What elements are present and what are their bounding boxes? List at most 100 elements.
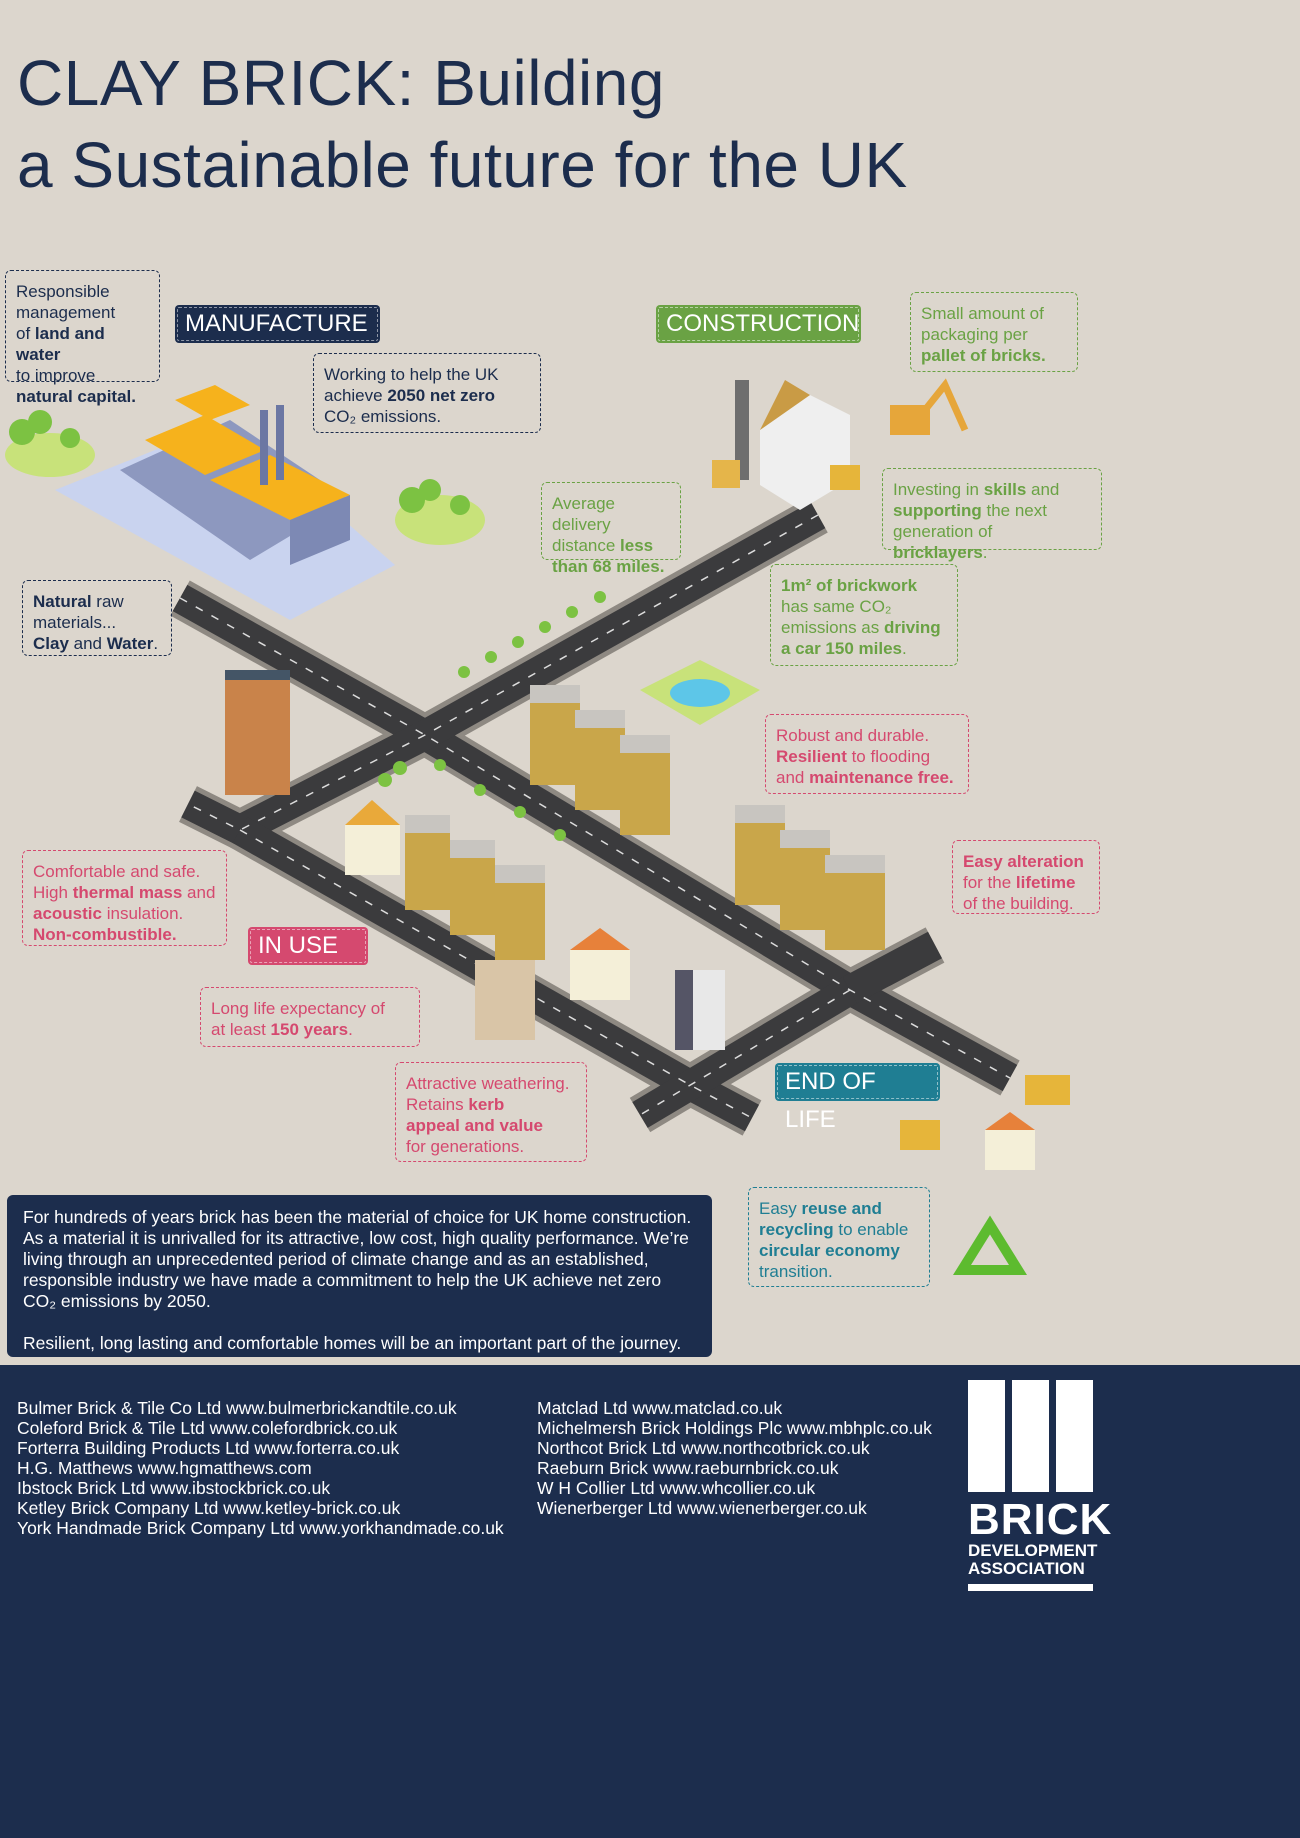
info-box-brickwork-co2: 1m² of brickwork has same CO₂ emissions as… — [770, 564, 958, 666]
intro-panel: For hundreds of years brick has been the… — [7, 1195, 712, 1357]
info-box-line: Investing in skills and — [893, 479, 1091, 500]
body-text: . — [348, 1020, 353, 1039]
highlight-text: land and water — [16, 324, 105, 364]
member-company: Matclad Ltd www.matclad.co.uk — [537, 1398, 783, 1418]
info-box-line: of land and water — [16, 323, 149, 365]
body-text: emissions as — [781, 618, 884, 637]
body-text: Average delivery — [552, 494, 616, 534]
info-box-robust: Robust and durable.Resilient to flooding… — [765, 714, 969, 794]
stage-label-manufacture: MANUFACTURE — [175, 305, 380, 343]
member-company: Michelmersh Brick Holdings Plc www.mbhpl… — [537, 1418, 932, 1438]
info-box-line: acoustic insulation. — [33, 903, 216, 924]
info-box-comfortable: Comfortable and safe.High thermal mass a… — [22, 850, 227, 946]
highlight-text: a car 150 miles — [781, 639, 902, 658]
illustration — [5, 378, 1070, 1275]
highlight-text: reuse and — [801, 1199, 882, 1218]
info-box-line: for the lifetime — [963, 872, 1089, 893]
body-text: Attractive weathering. — [406, 1074, 570, 1093]
body-text: achieve — [324, 386, 388, 405]
highlight-text: appeal and value — [406, 1116, 543, 1135]
member-company: Northcot Brick Ltd www.northcotbrick.co.… — [537, 1438, 870, 1458]
info-box-line: materials... — [33, 612, 161, 633]
highlight-text: Resilient — [776, 747, 847, 766]
info-box-line: Comfortable and safe. — [33, 861, 216, 882]
member-company: York Handmade Brick Company Ltd www.york… — [17, 1518, 504, 1538]
info-box-line: Natural raw — [33, 591, 161, 612]
body-text: for generations. — [406, 1137, 525, 1156]
info-box-line: to improve — [16, 365, 149, 386]
info-box-line: Resilient to flooding — [776, 746, 958, 767]
info-box-line: supporting the next — [893, 500, 1091, 521]
title-line-2: a Sustainable future for the UK — [17, 129, 908, 201]
info-box-line: a car 150 miles. — [781, 638, 947, 659]
body-text: . — [982, 543, 988, 562]
highlight-text: recycling — [759, 1220, 834, 1239]
highlight-text: thermal mass — [72, 883, 183, 902]
info-box-line: circular economy — [759, 1240, 919, 1261]
body-text: to enable — [833, 1220, 909, 1239]
logo-bars — [968, 1380, 1093, 1492]
info-box-line: 1m² of brickwork — [781, 575, 947, 596]
buildings — [225, 660, 1070, 1170]
body-text: to flooding — [846, 747, 931, 766]
info-box-line: for generations. — [406, 1136, 576, 1157]
body-text: has same CO₂ — [781, 597, 892, 616]
body-text: Long life expectancy of — [211, 999, 385, 1018]
info-box-line: management — [16, 302, 149, 323]
info-box-line: pallet of bricks. — [921, 345, 1067, 366]
trees — [5, 410, 606, 841]
member-company: Ketley Brick Company Ltd www.ketley-bric… — [17, 1498, 401, 1518]
body-text: at least — [211, 1020, 271, 1039]
logo-brick-text: BRICK — [968, 1495, 1113, 1544]
info-box-line: Attractive weathering. — [406, 1073, 576, 1094]
body-text: distance — [552, 536, 621, 555]
info-box-line: than 68 miles. — [552, 556, 670, 577]
body-text: . — [901, 639, 907, 658]
body-text: and — [1026, 480, 1060, 499]
member-company: Forterra Building Products Ltd www.forte… — [17, 1438, 400, 1458]
body-text: and — [776, 768, 810, 787]
highlight-text: Water — [106, 634, 154, 653]
info-box-line: Robust and durable. — [776, 725, 958, 746]
body-text: packaging per — [921, 325, 1028, 344]
member-company: Bulmer Brick & Tile Co Ltd www.bulmerbri… — [17, 1398, 457, 1418]
highlight-text: Easy alteration — [963, 852, 1084, 871]
body-text: High — [33, 883, 73, 902]
info-box-line: has same CO₂ — [781, 596, 947, 617]
info-box-line: Clay and Water. — [33, 633, 161, 654]
body-text: and — [182, 883, 216, 902]
body-text: Investing in — [893, 480, 984, 499]
member-company: Wienerberger Ltd www.wienerberger.co.uk — [537, 1498, 867, 1518]
body-text: . — [153, 634, 159, 653]
highlight-text: 1m² of brickwork — [781, 576, 918, 595]
body-text: management — [16, 303, 116, 322]
highlight-text: Non-combustible. — [33, 925, 177, 944]
logo-underline — [968, 1584, 1093, 1591]
info-box-line: Long life expectancy of — [211, 998, 409, 1019]
body-text: Easy — [759, 1199, 802, 1218]
member-company: Ibstock Brick Ltd www.ibstockbrick.co.uk — [17, 1478, 331, 1498]
highlight-text: less — [620, 536, 654, 555]
member-company: Raeburn Brick www.raeburnbrick.co.uk — [537, 1458, 839, 1478]
info-box-line: Retains kerb — [406, 1094, 576, 1115]
highlight-text: supporting — [893, 501, 982, 520]
info-box-line: and maintenance free. — [776, 767, 958, 788]
body-text: raw — [91, 592, 124, 611]
body-text: the next — [981, 501, 1047, 520]
roads — [170, 497, 1020, 1136]
stage-label-in-use: IN USE — [248, 927, 368, 965]
logo-development-text: DEVELOPMENT — [968, 1541, 1098, 1560]
info-box-line: Responsible — [16, 281, 149, 302]
highlight-text: maintenance free. — [809, 768, 954, 787]
body-text: CO₂ emissions. — [324, 407, 442, 426]
logo-association-text: ASSOCIATION — [968, 1559, 1085, 1578]
body-text: Retains — [406, 1095, 469, 1114]
highlight-text: Clay — [33, 634, 69, 653]
